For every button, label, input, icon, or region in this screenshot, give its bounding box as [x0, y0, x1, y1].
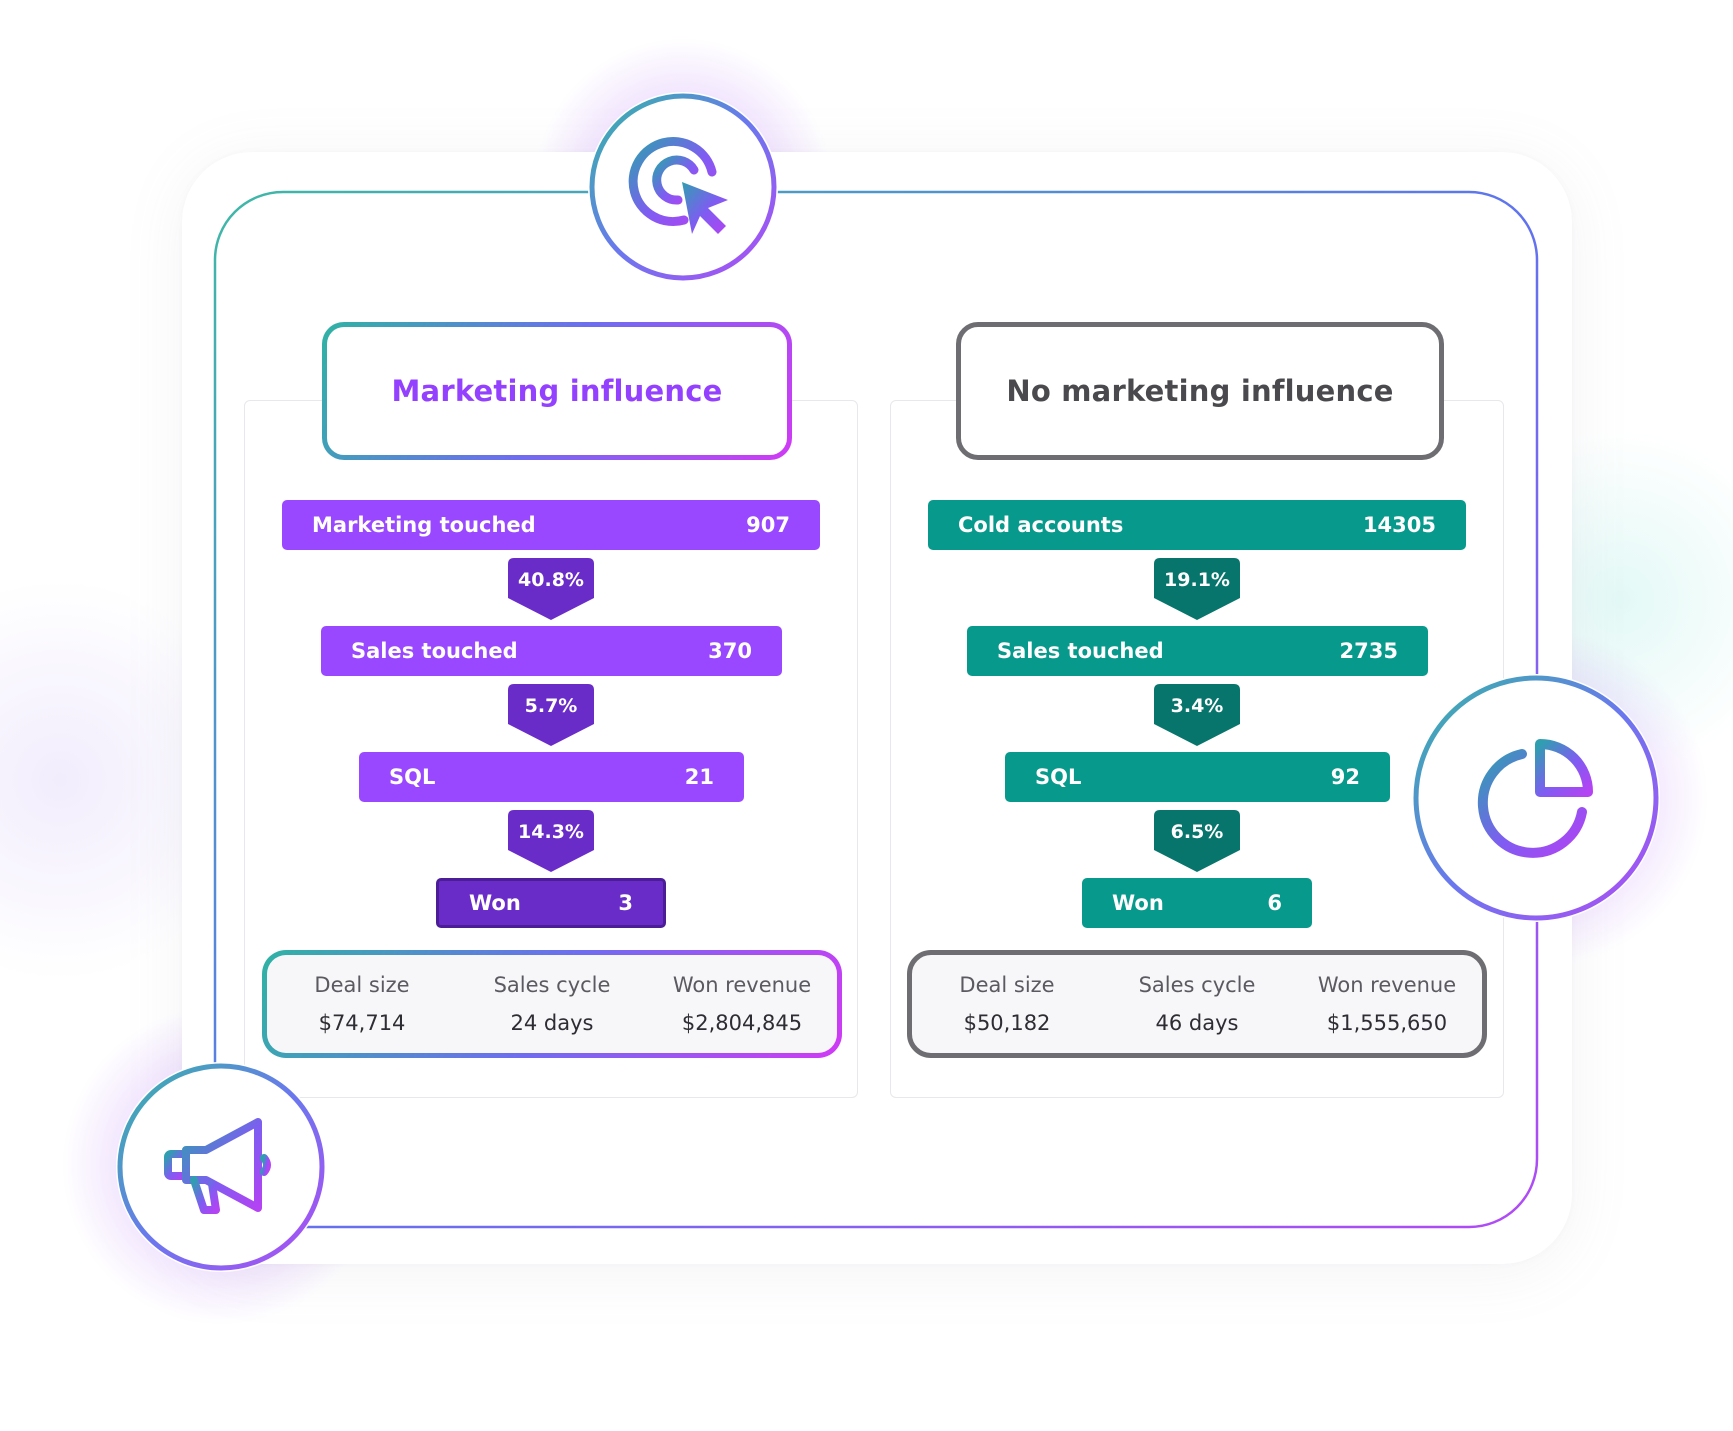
- funnel-stage-won: Won 6: [1082, 878, 1312, 928]
- metric-label: Won revenue: [1317, 973, 1457, 997]
- conversion-rate-badge: 19.1%: [1154, 558, 1240, 620]
- metric-value: $74,714: [318, 1011, 406, 1035]
- rate-text: 40.8%: [518, 569, 584, 591]
- metric-value: $1,555,650: [1326, 1011, 1448, 1035]
- stage-value: 907: [746, 513, 790, 537]
- funnel-stage-sales-touched: Sales touched 2735: [967, 626, 1428, 676]
- stage-value: 6: [1267, 891, 1282, 915]
- stage-label: SQL: [389, 765, 436, 789]
- funnel-stage-cold-accounts: Cold accounts 14305: [928, 500, 1466, 550]
- target-cursor-icon: [588, 92, 778, 282]
- metric-value: 24 days: [510, 1011, 594, 1035]
- conversion-rate-badge: 6.5%: [1154, 810, 1240, 872]
- rate-text: 6.5%: [1170, 821, 1224, 843]
- stage-value: 92: [1330, 765, 1360, 789]
- metric-label: Sales cycle: [493, 973, 611, 997]
- stage-label: Sales touched: [997, 639, 1164, 663]
- funnel-stage-sales-touched: Sales touched 370: [321, 626, 782, 676]
- metric-won-revenue: Won revenue $2,804,845: [648, 973, 836, 1035]
- no-marketing-title-text: No marketing influence: [1006, 374, 1394, 408]
- stage-label: Cold accounts: [958, 513, 1124, 537]
- rate-text: 5.7%: [524, 695, 578, 717]
- stage-value: 21: [684, 765, 714, 789]
- rate-text: 3.4%: [1170, 695, 1224, 717]
- metric-deal-size: Deal size $50,182: [913, 973, 1101, 1035]
- rate-text: 19.1%: [1164, 569, 1230, 591]
- stage-label: Won: [469, 891, 521, 915]
- marketing-metrics: Deal size $74,714 Sales cycle 24 days Wo…: [262, 950, 842, 1058]
- marketing-title: Marketing influence: [322, 322, 792, 460]
- metric-label: Deal size: [314, 973, 410, 997]
- stage-label: Sales touched: [351, 639, 518, 663]
- metric-value: $50,182: [963, 1011, 1051, 1035]
- metric-deal-size: Deal size $74,714: [268, 973, 456, 1035]
- rate-text: 14.3%: [518, 821, 584, 843]
- no-marketing-title: No marketing influence: [956, 322, 1444, 460]
- funnel-stage-sql: SQL 21: [359, 752, 744, 802]
- funnel-stage-won: Won 3: [436, 878, 666, 928]
- conversion-rate-badge: 5.7%: [508, 684, 594, 746]
- stage-label: SQL: [1035, 765, 1082, 789]
- stage-value: 370: [708, 639, 752, 663]
- metric-label: Won revenue: [672, 973, 812, 997]
- marketing-title-text: Marketing influence: [391, 374, 723, 408]
- metric-sales-cycle: Sales cycle 46 days: [1103, 973, 1291, 1035]
- funnel-stage-sql: SQL 92: [1005, 752, 1390, 802]
- metric-won-revenue: Won revenue $1,555,650: [1293, 973, 1481, 1035]
- metric-label: Sales cycle: [1138, 973, 1256, 997]
- metric-label: Deal size: [959, 973, 1055, 997]
- metric-sales-cycle: Sales cycle 24 days: [458, 973, 646, 1035]
- conversion-rate-badge: 14.3%: [508, 810, 594, 872]
- no-marketing-metrics: Deal size $50,182 Sales cycle 46 days Wo…: [907, 950, 1487, 1058]
- funnel-stage-marketing-touched: Marketing touched 907: [282, 500, 820, 550]
- stage-label: Won: [1112, 891, 1164, 915]
- metric-value: $2,804,845: [681, 1011, 803, 1035]
- stage-value: 14305: [1362, 513, 1436, 537]
- megaphone-icon: [116, 1062, 326, 1272]
- conversion-rate-badge: 40.8%: [508, 558, 594, 620]
- pie-chart-icon: [1412, 674, 1660, 922]
- stage-value: 2735: [1339, 639, 1398, 663]
- stage-label: Marketing touched: [312, 513, 536, 537]
- stage-value: 3: [618, 891, 633, 915]
- metric-value: 46 days: [1155, 1011, 1239, 1035]
- conversion-rate-badge: 3.4%: [1154, 684, 1240, 746]
